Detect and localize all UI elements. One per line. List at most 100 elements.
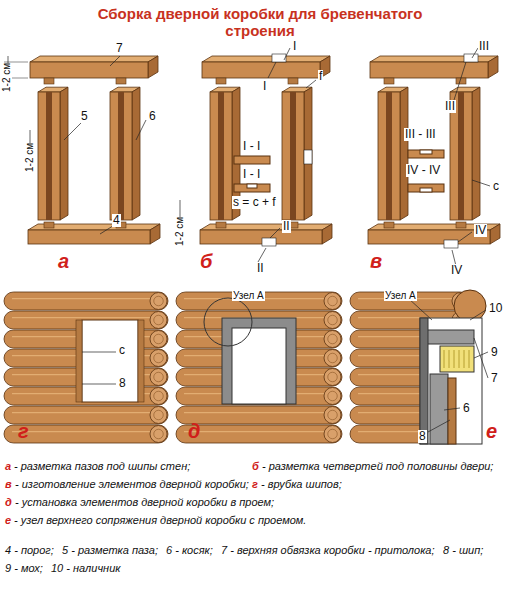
- text-label: 8: [118, 377, 127, 390]
- log-shine: [12, 317, 154, 318]
- log-end: [150, 312, 167, 329]
- log-end: [150, 407, 167, 424]
- text-label: б: [200, 250, 212, 272]
- log-ring: [328, 372, 338, 382]
- log-ring: [154, 296, 164, 306]
- text-label: 7: [490, 372, 499, 385]
- leader-line: [110, 56, 120, 66]
- jamb-post: [60, 87, 68, 220]
- text-label: I - I: [242, 140, 261, 153]
- tenon: [216, 78, 226, 84]
- text-label: в: [370, 250, 382, 272]
- log-ring: [328, 353, 338, 363]
- log-ring: [154, 334, 164, 344]
- text-label: 10 - наличник: [51, 562, 120, 574]
- text-label: - установка элементов дверной коробки в …: [15, 496, 274, 508]
- leader-line: [408, 298, 432, 320]
- threshold-beam: [28, 230, 150, 244]
- text-label: II: [282, 220, 291, 233]
- text-label: - узел верхнего сопряжения дверной короб…: [14, 514, 306, 526]
- tenon: [288, 78, 298, 84]
- text-label: 1-2 см: [24, 143, 35, 172]
- log: [176, 406, 342, 424]
- moss-fiber: [469, 350, 470, 368]
- text-label: 10: [488, 302, 503, 315]
- lintel-beam: [202, 62, 320, 78]
- jamb-post: [132, 87, 140, 220]
- text-label: е: [486, 420, 497, 442]
- text-label: - разметка четвертей под половины двери;: [262, 460, 493, 472]
- log-ring: [328, 296, 338, 306]
- lintel-beam: [202, 56, 330, 62]
- jamb-post: [304, 87, 312, 220]
- moss: [440, 346, 474, 372]
- leader-line: [428, 420, 450, 432]
- text-label: - разметка пазов под шипы стен;: [14, 460, 190, 472]
- groove: [290, 92, 296, 220]
- text-label: 5 - разметка паза;: [62, 544, 158, 556]
- text-label: 9 - мох;: [5, 562, 43, 574]
- text-label: 8 - шип;: [443, 544, 483, 556]
- groove: [218, 92, 224, 220]
- log-end: [324, 407, 341, 424]
- cut-mark: [262, 238, 276, 246]
- text-label: д: [5, 496, 12, 508]
- section: [234, 184, 270, 192]
- text-label: c: [492, 180, 500, 193]
- leader-line: [268, 62, 276, 78]
- text-label: 4: [112, 214, 121, 227]
- leader-line: [472, 180, 490, 186]
- lintel-beam: [30, 62, 148, 78]
- text-label: - врубка шипов;: [261, 478, 342, 490]
- jamb: [430, 374, 448, 444]
- leader-line: [458, 232, 472, 242]
- leader-line: [270, 228, 280, 238]
- text-label: а: [5, 460, 11, 472]
- notch: [464, 54, 478, 62]
- cut-opening: [420, 318, 482, 444]
- text-label: 7: [115, 42, 124, 55]
- log-end: [324, 350, 341, 367]
- lintel-beam: [488, 56, 498, 78]
- text-label: 6 - косяк;: [166, 544, 213, 556]
- node-circle: [204, 298, 252, 346]
- log-end: [150, 293, 167, 310]
- jamb-post: [282, 92, 304, 220]
- text-label: IV - IV: [406, 164, 441, 177]
- leader-line: [454, 62, 466, 100]
- log-ring: [154, 429, 164, 439]
- leader-line: [470, 310, 486, 320]
- text-label: I - I: [242, 168, 261, 181]
- text-label: г: [252, 478, 258, 490]
- text-label: Узел А: [384, 290, 417, 301]
- log-shine: [12, 431, 154, 432]
- tenon: [138, 320, 144, 402]
- text-label: IV: [474, 224, 487, 237]
- door-frame: [222, 318, 296, 404]
- log-end: [324, 426, 341, 443]
- section: [408, 150, 444, 158]
- log-end: [150, 350, 167, 367]
- text-label: 6: [462, 402, 471, 415]
- log-end: [324, 312, 341, 329]
- threshold-beam: [200, 230, 322, 244]
- text-label: s = c + f: [232, 196, 277, 209]
- log-ring: [328, 391, 338, 401]
- text-label: 4 - порог;: [5, 544, 54, 556]
- log-end: [324, 331, 341, 348]
- jamb-post: [210, 92, 232, 220]
- log-ring: [328, 334, 338, 344]
- log-ring: [154, 410, 164, 420]
- leader-line: [258, 248, 266, 262]
- log-end: [150, 331, 167, 348]
- log-end: [324, 388, 341, 405]
- moss-fiber: [454, 350, 455, 368]
- jamb-post: [400, 87, 408, 220]
- leader-line: [82, 352, 116, 353]
- cut-mark: [272, 54, 286, 62]
- log-top: [454, 290, 486, 322]
- text-label: 1-2 см: [174, 217, 185, 246]
- log: [176, 425, 342, 443]
- tenon: [216, 222, 226, 228]
